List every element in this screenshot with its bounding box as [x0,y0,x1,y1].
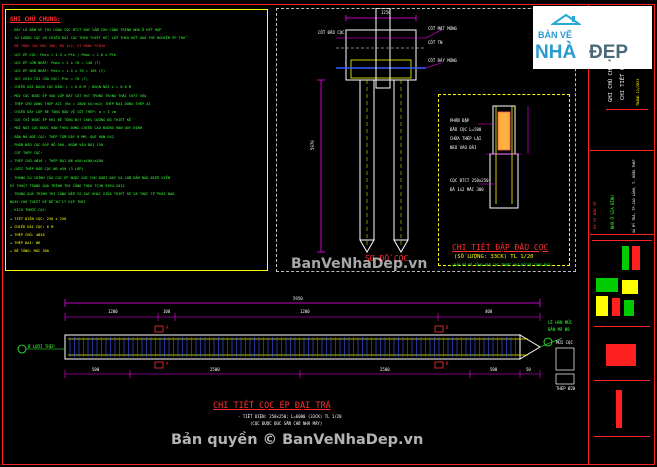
designer-cell: HỒ SƠ BẢN VẼ NHÀ Ở GIA ĐÌNH XÃ MỸ TRÀ, T… [590,150,655,235]
note-line: - LỰC ÉP LỚN NHẤT: Pmax = 2 x 70 = 140 (… [10,60,101,65]
note-line: - BÊ TÔNG CỌC MÁC 300, ĐÁ 1x2, XI MĂNG P… [10,44,106,49]
general-notes-panel [5,9,268,271]
note-line: - PHẦN ĐẦU CỌC ĐẬP BỎ 500, NGÀM VÀO ĐÀI … [10,142,104,147]
section-mark-b1: B [446,325,449,330]
note-line: - SỐ LƯỢNG CỌC VÀ CHIỀU DÀI CỌC THEO THI… [10,36,186,41]
note-line: - KÍCH THƯỚC CỌC: [10,208,47,213]
note-line: + THÉP CHỦ 4Ø16 ; THÉP ĐAI Ø6 a50/a100/a… [10,159,104,164]
pile-dim-bottom-5: 50 [526,367,531,372]
pile-dim-top-2: 100 [163,309,171,314]
pile-dim-bottom-4: 500 [490,367,498,372]
pile-detail-sub2: (CỌC ĐƯỢC ĐÚC SẴN CHỜ NHÀ MÁY) [250,421,323,426]
drawing-name-2: CHI TIẾT CỌC [620,60,626,100]
plan-depth-dim: 5970 [310,140,315,150]
pile-head-detail-frame [438,94,570,266]
pile-dim-bottom-3: 2500 [380,367,390,372]
pile-detail-drawing [17,299,575,385]
plan-label-cap-top: CỐT MẶT MÓNG [428,26,457,31]
project-address: XÃ MỸ TRÀ, TP.CAO LÃNH, T. ĐỒNG THÁP [632,159,636,234]
plan-label-bottom-cap: CỐT ĐÁY MÓNG [428,58,457,63]
pile-dim-top-3: 1200 [300,309,310,314]
note-line: - CỌC CHỈ ĐƯỢC ÉP KHI BÊ TÔNG ĐẠT 100% C… [10,118,132,123]
pile-head-title: CHI TIẾT ĐẬP ĐẦU CỌC [452,243,549,252]
pile-head-note: (ĐẬP BỎ BÊ TÔNG ĐẦU CỌC TRƯỚC KHI ĐỔ BÊ … [452,263,553,267]
logo-box: BẢN VẼ NHÀ ĐẸP [533,6,652,69]
note-line: + BÊ TÔNG: MÁC 300 [10,249,49,254]
pile-head-detail-drawing [478,105,529,209]
pile-tip-label-1: MŨI CỌC [556,340,573,345]
note-line: + LƯỚI THÉP ĐẦU CỌC Ø6 a50 (3 LỚP) [10,167,84,172]
note-line: - SỨC CHỊU TẢI CỦA CỌC: Ptk = 70 (T) [10,77,88,82]
head-label-e: CỌC BTCT 250x250 [450,178,489,183]
note-line: + CHIỀU DÀI CỌC: 6 M [10,224,54,229]
pile-tip-label-2: THÉP Ø20 [556,386,576,391]
logo-big-text-2: ĐẸP [589,42,629,63]
drawing-name-cell: GHI CHÚ CHUNG CHI TIẾT CỌC THÁNG 12/2023 [606,59,648,110]
pile-tag-right2: BẢN MÃ Ø8 [548,327,570,332]
note-line: - THÔNG SỐ CHÍNH CỦA CỌC ÉP ĐƯỢC GHI CHÚ… [10,175,171,180]
pile-tag-left: Ø LƯỚI THÉP [28,344,55,349]
note-line: KỸ THUẬT TRONG QUÁ TRÌNH THI CÔNG THEO T… [10,183,125,188]
project-name: NHÀ Ở GIA ĐÌNH [610,195,615,229]
note-line: - LỰC ÉP NHỎ NHẤT: Pmin = 1.5 x 70 = 105… [10,69,106,73]
pile-plan-frame [276,8,576,272]
plan-label-head: CỐT ĐẦU CỌC [318,30,345,35]
logo-small-text: BẢN VẼ [538,30,573,40]
note-line: - MỐI NỐI CỌC ĐƯỢC HÀN THEO ĐÚNG CHIỀU C… [10,126,142,131]
watermark-center: BanVeNhaDep.vn [291,256,428,272]
head-label-d: NEO VÀO ĐÀI [450,145,477,150]
head-label-f: ĐÁ 1x2 MÁC 300 [450,187,484,192]
designer-label: HỒ SƠ BẢN VẼ [592,201,597,229]
note-line: NGAY CHO THIẾT KẾ ĐỂ XỬ LÝ KỊP THỜI [10,200,86,205]
drawing-name-1: GHI CHÚ CHUNG [608,58,614,102]
logo-big-text: NHÀ [535,42,577,63]
plan-label-natural: CỐT TN [428,40,443,45]
house-logo-icon [551,13,581,25]
section-mark-a1: A [166,325,169,330]
note-line: - CHIỀU DÀY LỚP BÊ TÔNG BẢO VỆ CỐT THÉP:… [10,110,117,114]
watermark-copyright: Bản quyền © BanVeNhaDep.vn [171,432,424,448]
note-line: - CHIỀU DÀI ĐOẠN CỌC ĐẦU: L = 6.0 M ; ĐO… [10,85,132,90]
pile-tag-right: LÊ HÀN MŨI [548,320,573,325]
note-line: + TIẾT DIỆN CỌC: 250 x 250 [10,216,67,221]
note-line: - THÉP CHỦ DÙNG THÉP AII (Ra = 2800 kG/c… [10,101,151,106]
note-line: + THÉP CHỦ: 4Ø16 [10,233,45,237]
note-line: - CỐT THÉP CỌC: [10,151,43,155]
pile-dim-top-4: 400 [485,309,493,314]
pile-dim-top-1: 1200 [108,309,118,314]
note-line: - LỰC ÉP CỌC: Pmin = 1.5 x Ptk ; Pmax = … [10,52,117,57]
pile-dim-bottom-1: 500 [92,367,100,372]
section-mark-b2: B [446,361,449,366]
note-line: - TRONG QUÁ TRÌNH THI CÔNG NẾU CÓ SAI KH… [10,192,175,196]
section-mark-a2: A [166,361,169,366]
pile-detail-sub1: - TIẾT DIỆN: 250x250; L=6000 (33CK) TL 1… [238,414,342,419]
pile-plan-title: SƠ ĐỒ CỌC [365,254,409,263]
pile-head-subtitle: (SỐ LƯỢNG: 33CK) TL 1/20 [454,254,534,260]
note-line: - ĐÂY LÀ BẢN VẼ THI CÔNG CỌC BTCT ĐÚC SẴ… [10,28,162,32]
head-label-b: ĐẦU CỌC L=500 [450,127,482,132]
pile-dim-bottom-2: 2500 [210,367,220,372]
signature-bars [592,240,652,460]
pile-plan-drawing [317,8,442,253]
note-line: - BẢN MÃ NỐI CỌC: THÉP TẤM DÀY 8 MM, QUE… [10,134,114,139]
sheet-code: THÁNG 12/2023 [636,78,640,106]
head-label-c: CHỪA THÉP LẠI [450,136,482,141]
title-block [588,4,655,465]
note-line: - MŨI CỌC ĐƯỢC ÉP VÀO LỚP ĐẤT CÁT HẠT TR… [10,93,147,98]
pile-total-dim: 5950 [293,296,303,301]
notes-title: GHI CHÚ CHUNG: [10,16,61,23]
plan-top-dim: 1250 [381,10,391,15]
pile-detail-title: CHI TIẾT CỌC ÉP ĐẠI TRÀ [213,401,331,411]
note-line: + THÉP ĐAI: Ø6 [10,241,41,246]
head-label-a: PHẦN ĐẬP [450,118,470,123]
